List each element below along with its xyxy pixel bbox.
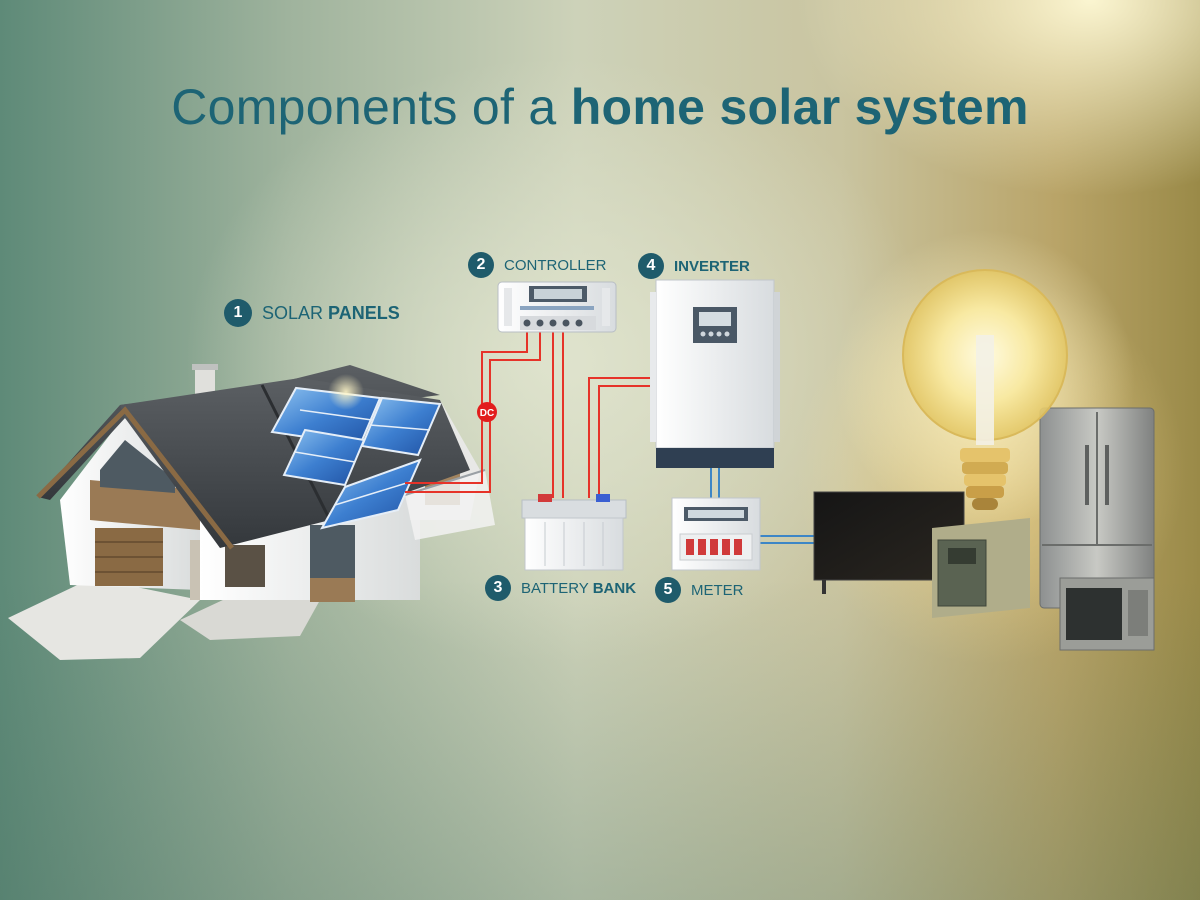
page-title: Components of a home solar system xyxy=(0,78,1200,136)
dc-tag: DC xyxy=(477,402,497,422)
battery-bank xyxy=(521,494,627,571)
label-meter-text: METER xyxy=(691,581,744,599)
title-bold: home solar system xyxy=(570,79,1029,135)
badge-3: 3 xyxy=(485,575,511,601)
solar-panel-array xyxy=(270,374,442,530)
badge-5: 5 xyxy=(655,577,681,603)
label-meter: 5 METER xyxy=(655,577,744,603)
dc-tag-text: DC xyxy=(480,408,494,419)
title-light: Components of a xyxy=(171,79,557,135)
charge-controller xyxy=(497,281,617,333)
label-solar-panels: 1 SOLAR PANELS xyxy=(224,299,400,327)
ac-wiring xyxy=(710,466,815,544)
label-controller-text: CONTROLLER xyxy=(504,256,607,274)
appliances xyxy=(813,230,1155,651)
label-battery-bank: 3 BATTERY BANK xyxy=(485,575,636,601)
meter-box xyxy=(671,497,761,571)
badge-1: 1 xyxy=(224,299,252,327)
badge-4: 4 xyxy=(638,253,664,279)
label-controller: 2 CONTROLLER xyxy=(468,252,607,278)
label-inverter-text: INVERTER xyxy=(674,257,750,275)
badge-2: 2 xyxy=(468,252,494,278)
dc-wiring xyxy=(405,330,656,498)
label-solar-panels-text: SOLAR PANELS xyxy=(262,302,400,323)
inverter-unit xyxy=(650,279,780,468)
label-inverter: 4 INVERTER xyxy=(638,253,750,279)
label-battery-bank-text: BATTERY BANK xyxy=(521,579,637,597)
